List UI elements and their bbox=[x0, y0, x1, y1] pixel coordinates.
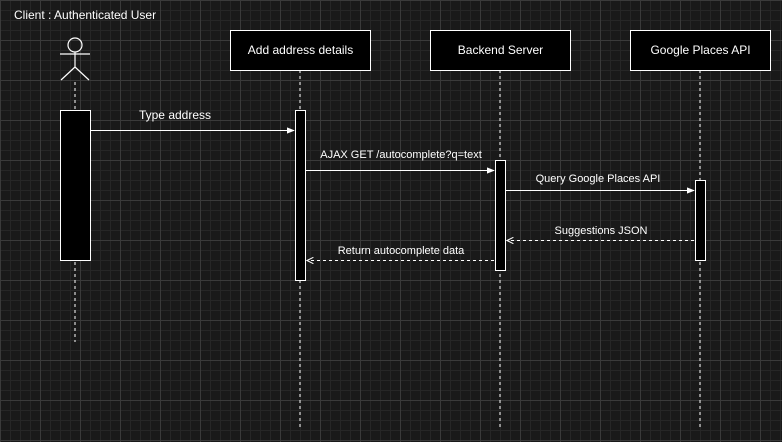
participant-address-details: Add address details bbox=[230, 30, 371, 71]
message-type-address: Type address bbox=[91, 108, 295, 134]
activation-bar-client bbox=[60, 110, 91, 261]
message-label: AJAX GET /autocomplete?q=text bbox=[320, 149, 482, 161]
actor-user-icon bbox=[60, 37, 90, 81]
participant-label: Backend Server bbox=[458, 43, 543, 57]
message-label: Type address bbox=[139, 108, 211, 122]
message-label: Suggestions JSON bbox=[555, 225, 648, 237]
activation-bar-google-places-api bbox=[695, 180, 706, 261]
message-query-google-places: Query Google Places API bbox=[506, 173, 695, 194]
diagram-title: Client : Authenticated User bbox=[14, 8, 156, 22]
participant-label: Google Places API bbox=[650, 43, 750, 57]
message-ajax-get: AJAX GET /autocomplete?q=text bbox=[306, 149, 495, 174]
message-label: Return autocomplete data bbox=[338, 245, 465, 257]
participant-google-places-api: Google Places API bbox=[630, 30, 771, 71]
message-suggestions-json: Suggestions JSON bbox=[507, 225, 694, 241]
activation-bar-address-details bbox=[295, 110, 306, 281]
message-label: Query Google Places API bbox=[536, 173, 661, 185]
activation-bar-backend-server bbox=[495, 160, 506, 271]
participant-label: Add address details bbox=[248, 43, 353, 57]
message-return-autocomplete: Return autocomplete data bbox=[307, 245, 494, 261]
participant-backend-server: Backend Server bbox=[430, 30, 571, 71]
